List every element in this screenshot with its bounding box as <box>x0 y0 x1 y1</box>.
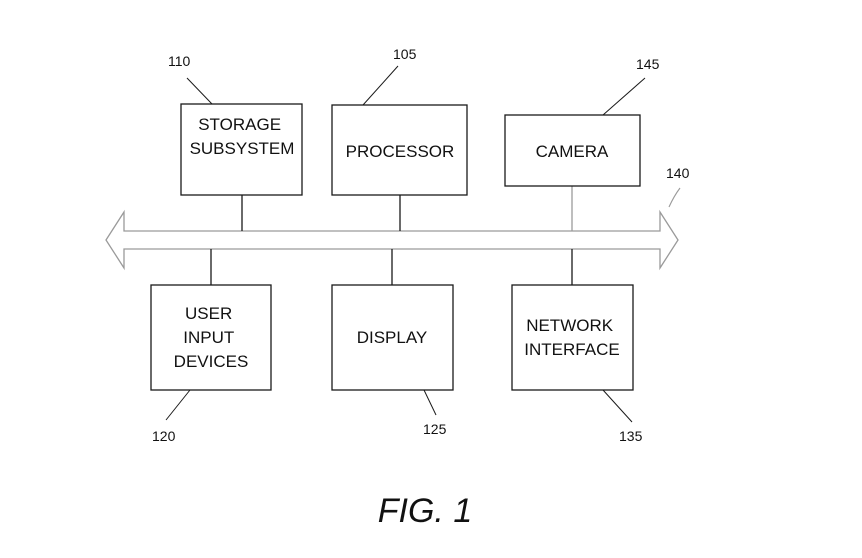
processor-ref: 105 <box>393 46 417 62</box>
processor-box <box>331 104 468 196</box>
network-interface-block: NETWORK INTERFACE <box>511 284 634 391</box>
storage-subsystem-block: STORAGE SUBSYSTEM <box>180 103 303 196</box>
network-interface-leader <box>602 389 633 423</box>
camera-leader <box>602 77 646 116</box>
bus-ref-label: 140 <box>666 165 690 181</box>
display-box <box>331 284 454 391</box>
camera-ref: 145 <box>636 56 660 72</box>
network-interface-ref: 135 <box>619 428 643 444</box>
user-input-devices-label: USER INPUT DEVICES <box>174 304 249 371</box>
user-input-devices-ref: 120 <box>152 428 176 444</box>
display-ref: 125 <box>423 421 447 437</box>
storage-subsystem-label: STORAGE SUBSYSTEM <box>190 115 295 158</box>
camera-block: CAMERA <box>504 114 641 187</box>
network-interface-label: NETWORK INTERFACE <box>524 316 619 359</box>
camera-label: CAMERA <box>536 142 609 161</box>
user-input-devices-leader <box>165 389 191 421</box>
processor-block: PROCESSOR <box>331 104 468 196</box>
bus-leader-line <box>668 187 681 208</box>
network-interface-box <box>511 284 634 391</box>
camera-box <box>504 114 641 187</box>
figure-caption: FIG. 1 <box>378 492 472 530</box>
user-input-devices-box <box>150 284 272 391</box>
processor-label: PROCESSOR <box>346 142 455 161</box>
display-block: DISPLAY <box>331 284 454 391</box>
storage-subsystem-box <box>180 103 303 196</box>
display-label: DISPLAY <box>357 328 428 347</box>
processor-leader <box>362 65 399 106</box>
bus-arrow <box>105 209 679 271</box>
display-leader <box>423 389 437 416</box>
storage-subsystem-ref: 110 <box>168 53 191 69</box>
user-input-devices-block: USER INPUT DEVICES <box>150 284 272 391</box>
storage-subsystem-leader <box>186 77 213 105</box>
